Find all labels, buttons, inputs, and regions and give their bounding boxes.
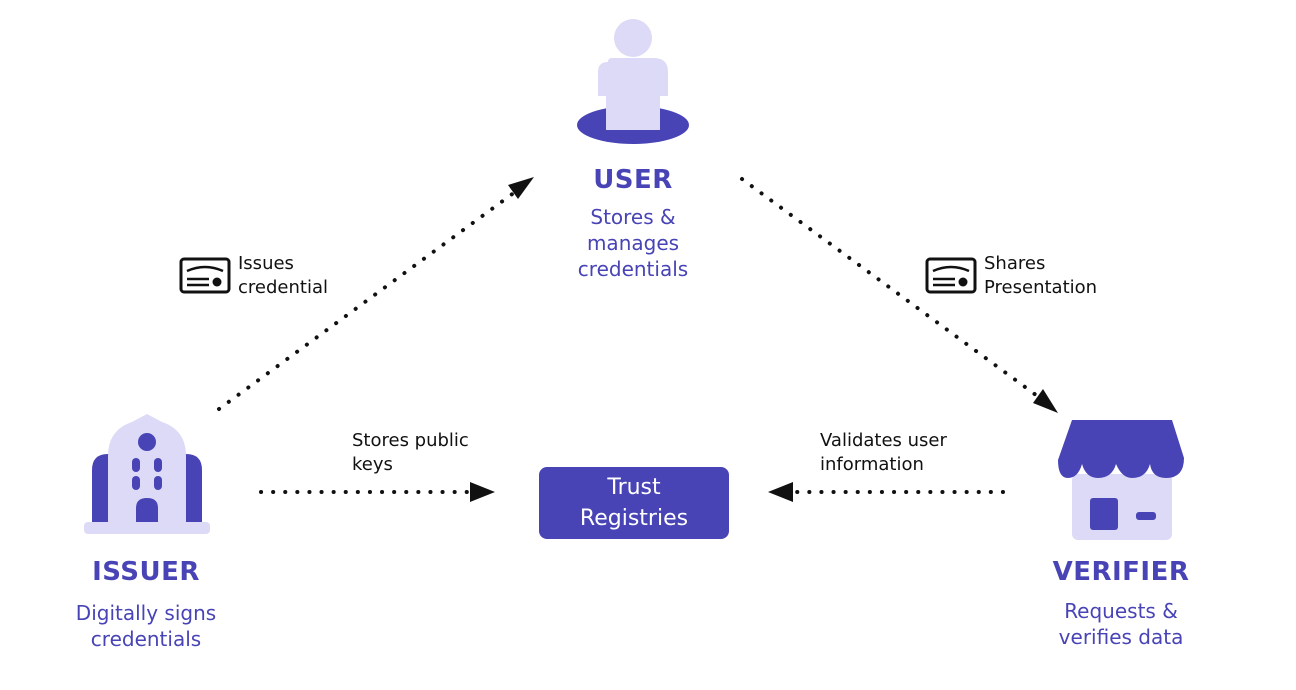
credential-certificate-icon — [925, 257, 977, 294]
shares-presentation-label: Shares Presentation — [984, 252, 1097, 300]
stores-keys-arrowhead — [470, 482, 495, 502]
shares-arrow-line — [740, 177, 1042, 400]
user-person-icon — [577, 19, 689, 144]
edge-label-line: Shares — [984, 253, 1046, 274]
registry-label-line: Trust — [607, 475, 661, 500]
shares-arrowhead — [1033, 389, 1058, 413]
issues-arrowhead — [508, 177, 534, 199]
verifier-description-line: verifies data — [1058, 625, 1184, 649]
edge-label-line: Presentation — [984, 277, 1098, 298]
storefront-icon — [1058, 420, 1184, 540]
edge-label-line: Issues — [238, 253, 294, 274]
verifier-description: Requests & verifies data — [1011, 598, 1231, 650]
user-title: USER — [593, 165, 673, 195]
building-icon — [84, 414, 210, 534]
validates-arrowhead — [768, 482, 793, 502]
issuer-description-line: Digitally signs — [75, 601, 217, 625]
edge-label-line: Validates user — [820, 430, 947, 451]
validates-user-information-label: Validates user information — [820, 429, 947, 477]
issuer-description-line: credentials — [90, 627, 202, 651]
edge-label-line: Stores public — [352, 430, 469, 451]
verifier-title: VERIFIER — [1052, 557, 1190, 587]
issues-credential-label: Issues credential — [238, 252, 328, 300]
user-description-line: Stores & — [590, 205, 676, 229]
registry-label-line: Registries — [579, 506, 689, 531]
issues-arrow-line — [217, 190, 517, 411]
verifier-description-line: Requests & — [1064, 599, 1178, 623]
user-description-line: credentials — [577, 257, 689, 281]
user-description-line: manages — [586, 231, 680, 255]
credential-certificate-icon — [179, 257, 231, 294]
trust-registries-box: Trust Registries — [539, 467, 729, 539]
issuer-description: Digitally signs credentials — [26, 600, 266, 652]
stores-public-keys-label: Stores public keys — [352, 429, 469, 477]
edge-label-line: keys — [352, 454, 393, 475]
edge-label-line: information — [820, 454, 924, 475]
user-description: Stores & manages credentials — [533, 204, 733, 282]
issuer-title: ISSUER — [92, 557, 200, 587]
edge-label-line: credential — [238, 277, 328, 298]
